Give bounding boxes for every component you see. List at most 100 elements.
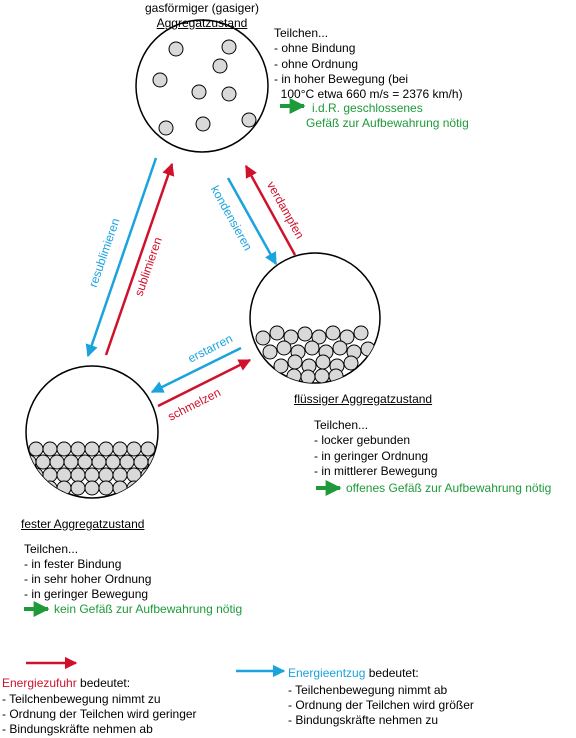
liquid-particle — [283, 329, 299, 345]
gas-title-line1: gasförmiger (gasiger) — [144, 1, 260, 15]
gas-desc-line: - in hoher Bewegung (bei — [274, 72, 409, 86]
legend-removal-line: - Teilchenbewegung nimmt ab — [288, 683, 448, 697]
legend-removal-term: Energieentzug — [288, 666, 366, 680]
solid-particle — [140, 467, 156, 483]
liquid-desc-line: - locker gebunden — [314, 433, 411, 447]
legend-supply-line: - Bindungskräfte nehmen ab — [2, 722, 153, 736]
legend-removal-suffix: bedeutet: — [365, 666, 419, 680]
solid-particle — [147, 454, 158, 470]
solid-particle — [105, 454, 121, 470]
solid-state-circle — [25, 365, 159, 499]
solid-particle — [70, 467, 86, 483]
liquid-particle — [276, 340, 292, 356]
solid-particle — [140, 441, 156, 457]
legend-supply-term: Energiezufuhr — [2, 676, 77, 690]
liquid-particle — [343, 355, 359, 371]
gas-particles — [152, 39, 257, 136]
solid-particle — [56, 467, 72, 483]
gas-particle — [241, 112, 257, 128]
liquid-desc-line: - in mittlerer Bewegung — [314, 464, 438, 478]
gas-desc-line: - ohne Bindung — [274, 41, 356, 55]
solid-particle — [49, 454, 65, 470]
liquid-particle — [262, 344, 278, 360]
solid-particle — [56, 480, 72, 496]
liquid-particle — [269, 325, 285, 341]
solid-particle — [112, 467, 128, 483]
liquid-title: flüssiger Aggregatzustand — [294, 392, 433, 406]
kondensieren-arrow — [226, 177, 278, 266]
liquid-desc-line: - in geringer Ordnung — [314, 449, 429, 463]
liquid-particle — [286, 368, 302, 383]
gas-particle — [168, 41, 184, 57]
solid-particle — [84, 480, 100, 496]
liquid-particle — [332, 340, 348, 356]
legend-supply-line: - Ordnung der Teilchen wird geringer — [2, 707, 197, 721]
solid-particle — [56, 441, 72, 457]
gas-desc-line: 100°C etwa 660 m/s = 2376 km/h) — [274, 87, 463, 101]
gas-desc-heading: Teilchen... — [274, 26, 329, 40]
legend-removal-heading: Energieentzug bedeutet: — [288, 666, 419, 681]
gas-particle — [221, 86, 237, 102]
label-erstarren: erstarren — [186, 331, 235, 365]
verdampfen-arrow — [244, 164, 297, 256]
gas-particle — [195, 116, 211, 132]
solid-desc-line: - in geringer Bewegung — [24, 587, 149, 601]
liquid-particle — [287, 354, 303, 370]
liquid-particle — [273, 358, 289, 374]
solid-particle — [98, 467, 114, 483]
solid-particle — [42, 441, 58, 457]
solid-particle — [28, 467, 44, 483]
erstarren-arrow — [150, 346, 242, 394]
legend-supply-suffix: bedeutet: — [76, 676, 131, 690]
solid-particle — [70, 480, 86, 496]
liquid-particle — [315, 354, 331, 370]
solid-particle — [26, 454, 37, 470]
sublimieren-arrow — [104, 162, 175, 356]
solid-particle — [126, 441, 142, 457]
gas-particle — [191, 84, 207, 100]
legend-supply-line: - Teilchenbewegung nimmt zu — [2, 692, 161, 706]
liquid-desc-heading: Teilchen... — [314, 418, 369, 432]
legend-removal-line: - Bindungskräfte nehmen zu — [288, 713, 439, 727]
gas-particle — [212, 58, 228, 74]
solid-particle — [133, 454, 149, 470]
label-resublimieren: resublimieren — [86, 216, 123, 289]
solid-particle — [77, 454, 93, 470]
gas-particle — [221, 39, 237, 55]
liquid-state-circle — [249, 252, 381, 384]
solid-particle — [28, 441, 44, 457]
gas-state-circle — [135, 19, 269, 153]
solid-particle — [119, 454, 135, 470]
liquid-particle — [328, 368, 344, 383]
liquid-particle — [311, 329, 327, 345]
gas-title-line2: Aggregatzustand — [156, 16, 248, 30]
legend-supply-heading: Energiezufuhr bedeutet: — [2, 676, 130, 691]
gas-desc-line: - ohne Ordnung — [274, 57, 359, 71]
liquid-particles — [255, 325, 376, 383]
solid-desc-line: - in fester Bindung — [24, 557, 122, 571]
liquid-particle — [339, 329, 355, 345]
solid-particle — [84, 441, 100, 457]
gas-container-line1: i.d.R. geschlossenes — [312, 101, 423, 115]
liquid-container: offenes Gefäß zur Aufbewahrung nötig — [346, 481, 552, 495]
solid-particle — [112, 480, 128, 496]
solid-particle — [42, 467, 58, 483]
liquid-particle — [314, 368, 330, 383]
gas-particle — [158, 120, 174, 136]
solid-particle — [112, 441, 128, 457]
solid-title: fester Aggregatzustand — [21, 517, 145, 531]
solid-particle — [63, 454, 79, 470]
liquid-particle — [304, 340, 320, 356]
solid-particles — [26, 441, 158, 496]
solid-container: kein Gefäß zur Aufbewahrung nötig — [54, 602, 243, 616]
label-kondensieren: kondensieren — [208, 183, 255, 253]
gas-particle — [152, 72, 168, 88]
liquid-particle — [325, 325, 341, 341]
solid-particle — [126, 467, 142, 483]
legend-removal-line: - Ordnung der Teilchen wird größer — [288, 698, 474, 712]
solid-particle — [98, 441, 114, 457]
resublimieren-arrow — [85, 157, 158, 358]
liquid-particle — [297, 326, 313, 342]
solid-particle — [70, 441, 86, 457]
